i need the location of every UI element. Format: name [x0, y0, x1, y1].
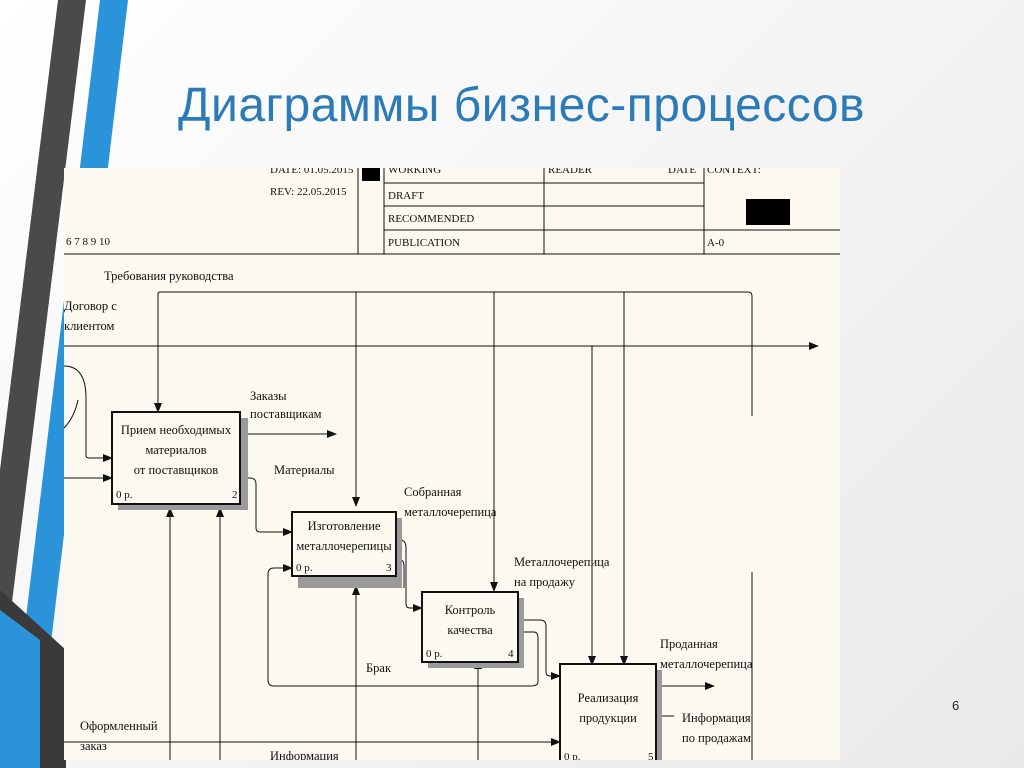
label-for-sale-2: на продажу: [514, 575, 576, 589]
process-box-1: Прием необходимых материалов от поставщи…: [111, 411, 241, 505]
label-sales-info-1: Информация: [682, 711, 751, 725]
working-marker: [362, 168, 380, 181]
status-recommended: RECOMMENDED: [388, 213, 474, 225]
header-numbers: 6 7 8 9 10: [66, 236, 111, 248]
header-date-col: DATE: [668, 168, 696, 176]
label-contract-2: клиентом: [64, 319, 115, 333]
box1-num: 2: [232, 489, 238, 501]
label-materials: Материалы: [274, 463, 335, 477]
box4-cost: 0 р.: [564, 751, 581, 760]
box4-num: 5: [648, 751, 654, 760]
header-node: A-0: [707, 237, 725, 249]
label-formal-order-2: заказ: [80, 739, 107, 753]
context-box: [746, 199, 790, 225]
label-orders-2: поставщикам: [250, 407, 322, 421]
box3-line2: качества: [447, 623, 493, 637]
process-box-3: Контроль качества 0 р. 4: [421, 591, 519, 663]
box1-line2: материалов: [145, 443, 206, 457]
process-box-4: Реализация продукции 0 р. 5: [559, 663, 657, 760]
box2-cost: 0 р.: [296, 562, 313, 574]
label-for-sale-1: Металлочерепица: [514, 555, 610, 569]
header-context: CONTEXT:: [707, 168, 761, 176]
box1-line1: Прием необходимых: [121, 423, 232, 437]
box3-cost: 0 р.: [426, 648, 443, 660]
header-reader: READER: [548, 168, 593, 176]
label-controls: Требования руководства: [104, 269, 234, 283]
box3-line1: Контроль: [445, 603, 496, 617]
box4-line2: продукции: [579, 711, 637, 725]
box2-line1: Изготовление: [308, 519, 381, 533]
box3-num: 4: [508, 648, 514, 660]
box2-line2: металлочерепицы: [296, 539, 392, 553]
process-box-2: Изготовление металлочерепицы 0 р. 3: [291, 511, 397, 577]
blue-corner: [0, 610, 40, 768]
connector-lines: [64, 291, 819, 760]
label-sales-info-2: по продажам: [682, 731, 751, 745]
slide-number: 6: [952, 698, 960, 713]
label-info: Информация: [270, 749, 339, 760]
status-working: WORKING: [388, 168, 441, 176]
header-rev: REV: 22.05.2015: [270, 186, 347, 198]
diagram-header: [64, 168, 840, 255]
label-assembled-1: Собранная: [404, 485, 462, 499]
status-publication: PUBLICATION: [388, 237, 460, 249]
box4-line1: Реализация: [578, 691, 639, 705]
idef0-diagram: DATE: 01.05.2015 REV: 22.05.2015 6 7 8 9…: [64, 168, 840, 760]
label-assembled-2: металлочерепица: [404, 505, 497, 519]
box1-cost: 0 р.: [116, 489, 133, 501]
label-sold-2: металлочерепица: [660, 657, 753, 671]
box1-line3: от поставщиков: [134, 463, 219, 477]
label-orders-1: Заказы: [250, 389, 287, 403]
label-sold-1: Проданная: [660, 637, 718, 651]
status-draft: DRAFT: [388, 190, 424, 202]
header-date: DATE: 01.05.2015: [270, 168, 354, 176]
slide-title: Диаграммы бизнес-процессов: [178, 79, 866, 132]
label-defect: Брак: [366, 661, 392, 675]
label-formal-order-1: Оформленный: [80, 719, 158, 733]
box2-num: 3: [386, 562, 392, 574]
label-contract-1: Договор с: [64, 299, 117, 313]
diagram-canvas: DATE: 01.05.2015 REV: 22.05.2015 6 7 8 9…: [64, 168, 840, 760]
